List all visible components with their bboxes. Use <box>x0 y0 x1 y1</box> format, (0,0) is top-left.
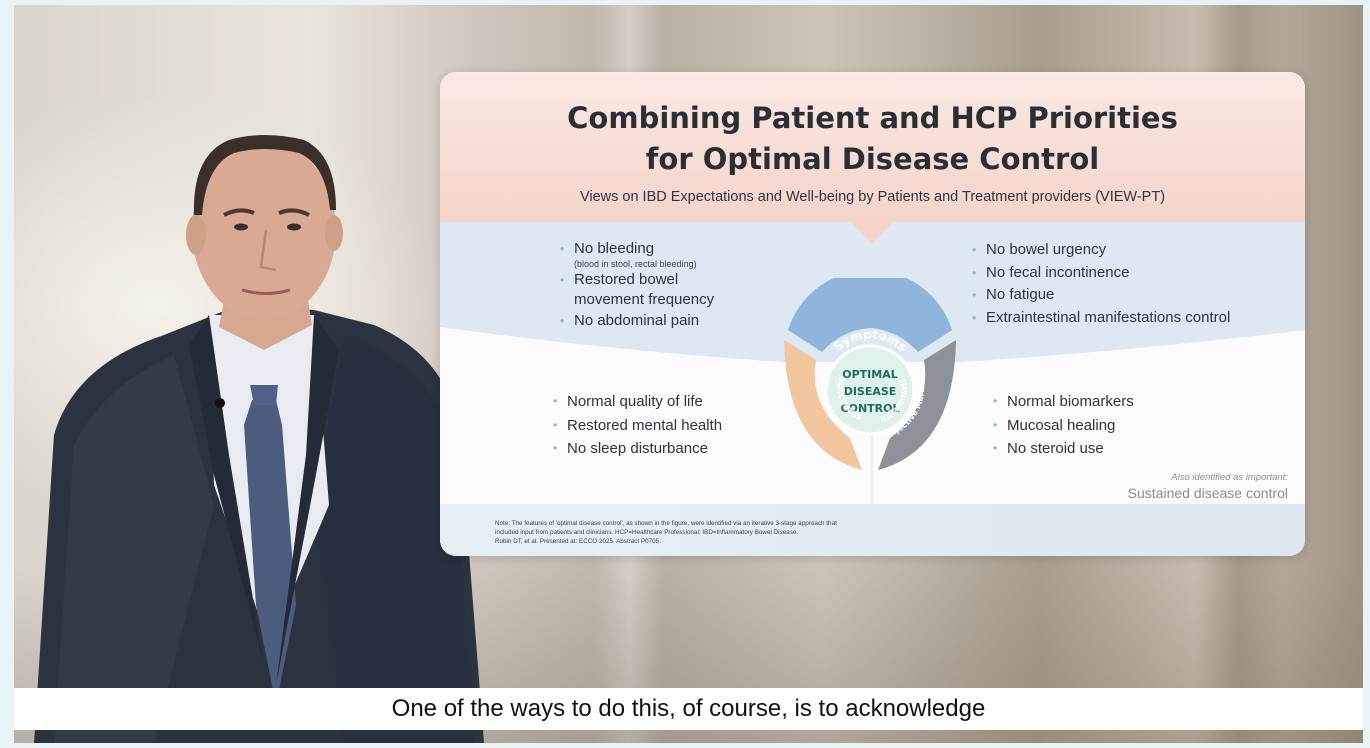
list-item: Restored mental health <box>553 414 722 438</box>
list-item: No sleep disturbance <box>553 437 722 461</box>
objective-markers-list: Normal biomarkers Mucosal healing No ste… <box>993 390 1134 461</box>
also-important-block: Also identified as important: Sustained … <box>1080 472 1288 501</box>
list-item: No abdominal pain <box>560 310 714 332</box>
list-item: No bleeding (blood in stool, rectal bleed… <box>560 238 714 270</box>
caption-text: One of the ways to do this, of course, i… <box>391 695 986 722</box>
list-item: Extraintestinal manifestations control <box>972 307 1230 330</box>
bullet-text-line-1: Restored bowel <box>574 271 679 288</box>
optimal-disease-control-center <box>824 344 916 436</box>
disease-control-wheel: OPTIMAL DISEASE CONTROL Symptoms Functio… <box>784 278 956 470</box>
slide-footnote: Note: The features of 'optimal disease c… <box>495 519 1055 546</box>
footnote-line-3: Rubin DT, et al. Presented at: ECCO 2025… <box>495 538 661 545</box>
slide-title-line-1: Combining Patient and HCP Priorities <box>567 101 1178 135</box>
center-label-line-1: OPTIMAL <box>842 368 897 381</box>
list-item: Restored bowel movement frequency <box>560 270 714 310</box>
list-item: Mucosal healing <box>993 414 1134 438</box>
functional-outcomes-segment <box>784 340 862 470</box>
symptoms-segment <box>788 278 952 352</box>
slide-footnote-panel <box>440 504 1305 556</box>
footnote-line-1: Note: The features of 'optimal disease c… <box>495 520 837 527</box>
center-label-line-3: CONTROL <box>841 402 900 415</box>
center-label-line-2: DISEASE <box>844 385 897 398</box>
bullet-subtext: (blood in stool, rectal bleeding) <box>574 259 697 269</box>
symptoms-list-right: No bowel urgency No fecal incontinence N… <box>972 239 1230 329</box>
objective-markers-segment <box>878 340 956 470</box>
presentation-slide: Combining Patient and HCP Priorities for… <box>440 72 1305 556</box>
list-item: No fecal incontinence <box>972 262 1230 285</box>
slide-subtitle: Views on IBD Expectations and Well-being… <box>579 189 1166 205</box>
bullet-text: No bleeding <box>574 240 655 257</box>
bullet-text-line-2: movement frequency <box>574 291 715 308</box>
presenter-image <box>34 135 484 743</box>
symptoms-list-left: No bleeding (blood in stool, rectal bleed… <box>560 238 714 332</box>
also-important-label: Also identified as important: <box>1171 472 1288 483</box>
list-item: No bowel urgency <box>972 239 1230 262</box>
list-item: Normal quality of life <box>553 390 722 414</box>
subtitle-caption-bar: One of the ways to do this, of course, i… <box>14 688 1363 730</box>
slide-title-line-2: for Optimal Disease Control <box>645 142 1100 176</box>
list-item: Normal biomarkers <box>993 390 1134 414</box>
list-item: No fatigue <box>972 284 1230 307</box>
footnote-line-2: included input from patients and clinici… <box>495 529 799 536</box>
slide-header-panel <box>440 72 1305 222</box>
slide-title: Combining Patient and HCP Priorities for… <box>440 98 1305 180</box>
functional-outcomes-list: Normal quality of life Restored mental h… <box>553 390 722 461</box>
also-important-value: Sustained disease control <box>1127 485 1288 501</box>
video-frame: Combining Patient and HCP Priorities for… <box>14 5 1363 743</box>
list-item: No steroid use <box>993 437 1134 461</box>
